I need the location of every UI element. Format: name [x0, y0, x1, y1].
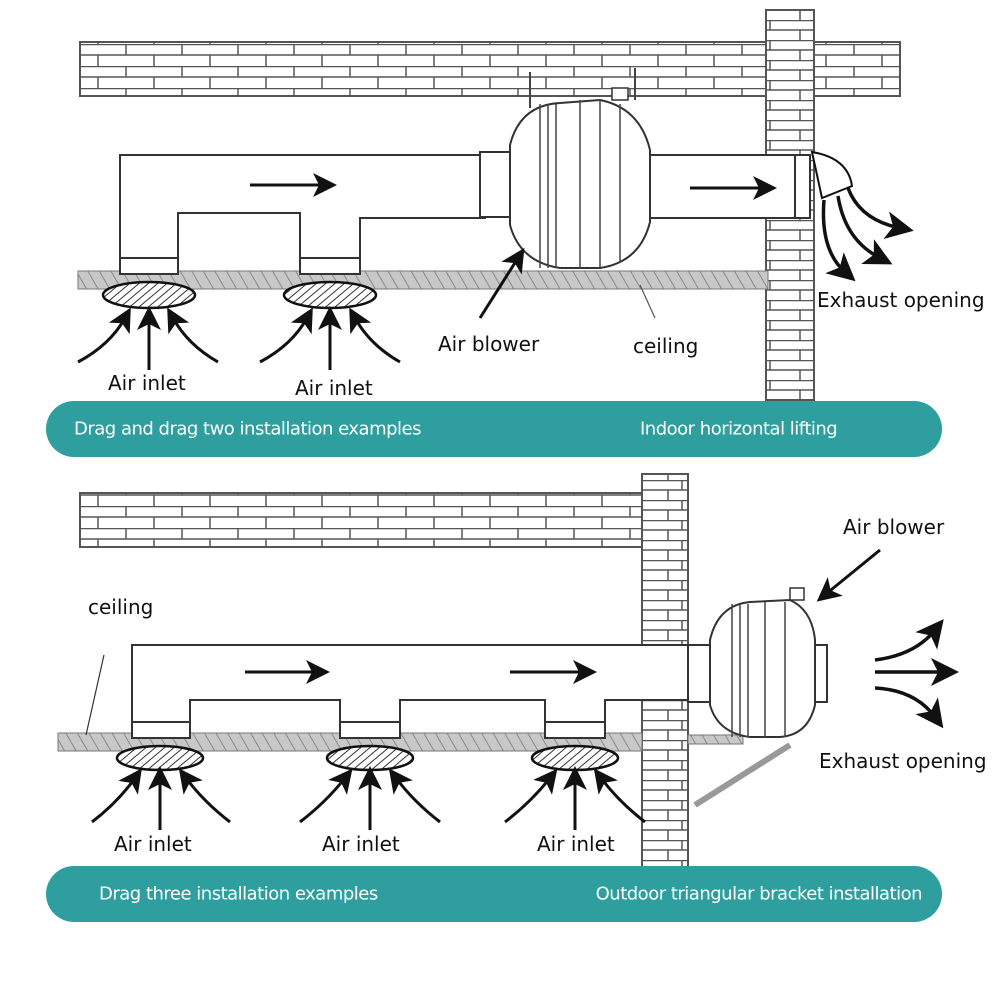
- duct-top: [119, 154, 486, 266]
- bottom-banner: Drag three installation examples Outdoor…: [46, 866, 942, 922]
- brick-wall-bottom: [79, 492, 686, 548]
- air-inlet-label: Air inlet: [295, 376, 373, 400]
- air-blower-label: Air blower: [438, 332, 540, 356]
- top-banner: Drag and drag two installation examples …: [46, 401, 942, 457]
- exhaust-hood: [810, 150, 854, 200]
- top-panel-drawing: [77, 9, 914, 401]
- exhaust-arrows: [874, 619, 959, 729]
- ceiling-label: ceiling: [633, 334, 699, 358]
- exhaust-arrows: [821, 187, 914, 282]
- banner-left-text: Drag and drag two installation examples: [74, 418, 422, 440]
- exhaust-opening-label: Exhaust opening: [817, 288, 985, 312]
- air-inlet-label: Air inlet: [114, 832, 192, 856]
- duct-bottom: [131, 644, 691, 729]
- bottom-panel-drawing: [57, 473, 959, 870]
- air-grille: [101, 280, 197, 310]
- air-blower-bottom: [687, 587, 828, 738]
- banner-right-text: Outdoor triangular bracket installation: [595, 883, 923, 905]
- ceiling-slab-top: [77, 270, 769, 290]
- ceiling-label: ceiling: [88, 595, 154, 619]
- air-inlet-label: Air inlet: [322, 832, 400, 856]
- brick-wall-top: [79, 41, 901, 97]
- banner-right-text: Indoor horizontal lifting: [640, 418, 838, 440]
- air-inlet-label: Air inlet: [108, 371, 186, 395]
- air-grille: [282, 280, 378, 310]
- air-inlet-label: Air inlet: [537, 832, 615, 856]
- bracket-brace: [693, 742, 792, 808]
- exhaust-opening-label: Exhaust opening: [819, 749, 987, 773]
- inlet-arrows: [77, 306, 401, 370]
- air-blower-top: [479, 68, 651, 269]
- air-grille: [325, 744, 415, 772]
- air-blower-label: Air blower: [843, 515, 945, 539]
- banner-left-text: Drag three installation examples: [99, 883, 378, 905]
- inlet-arrows: [91, 766, 646, 830]
- air-grille: [115, 744, 205, 772]
- bracket-shelf: [687, 734, 744, 745]
- air-grille: [530, 744, 620, 772]
